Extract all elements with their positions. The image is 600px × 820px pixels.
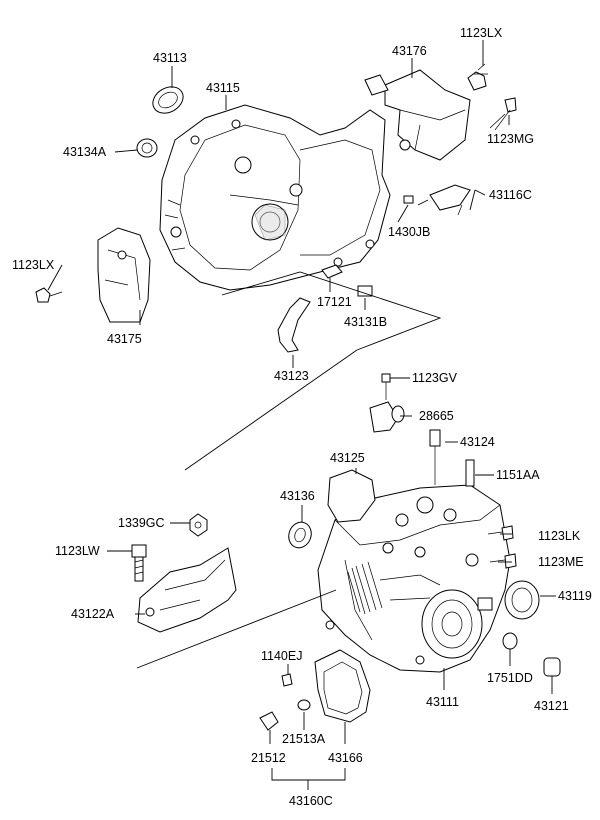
- label-43122A: 43122A: [71, 607, 115, 621]
- label-1123LX-left: 1123LX: [12, 258, 55, 272]
- label-43121: 43121: [534, 699, 569, 713]
- bracket-43122A: [137, 547, 237, 633]
- label-43125: 43125: [330, 451, 365, 465]
- label-1123LW: 1123LW: [55, 544, 100, 558]
- clip-17121: [321, 264, 343, 279]
- bolt-1140EJ: [281, 673, 293, 687]
- label-1123LX-top: 1123LX: [460, 26, 503, 40]
- switch-28665: [369, 401, 405, 433]
- bracket-43175: [97, 227, 151, 323]
- gasket-21513A: [297, 699, 311, 711]
- cap-43121: [543, 657, 561, 677]
- label-1123ME: 1123ME: [538, 555, 584, 569]
- label-43131B: 43131B: [344, 315, 387, 329]
- transaxle-43111: [317, 484, 511, 673]
- label-28665: 28665: [419, 409, 454, 423]
- transaxle-case-43115: [159, 104, 391, 291]
- label-17121: 17121: [317, 295, 352, 309]
- leader-upper-box: [221, 271, 442, 351]
- seal-43113: [152, 86, 184, 114]
- nut-1339GC: [189, 513, 208, 537]
- leader-lower-box: [136, 349, 358, 669]
- bolt-1123LK: [487, 525, 514, 541]
- bolt-1123LX-left: [35, 287, 63, 303]
- label-43119: 43119: [558, 589, 592, 603]
- pin-1430JB: [403, 195, 414, 204]
- stud-1151AA: [465, 459, 475, 487]
- bolt-1123ME: [489, 553, 517, 569]
- label-21513A: 21513A: [282, 732, 326, 746]
- label-43116C: 43116C: [489, 188, 532, 202]
- label-1123GV: 1123GV: [412, 371, 458, 385]
- cover-43166: [314, 649, 371, 723]
- label-1751DD: 1751DD: [487, 671, 533, 685]
- plug-43124: [429, 429, 441, 485]
- oring-1751DD: [502, 632, 518, 650]
- label-43134A: 43134A: [63, 145, 107, 159]
- label-1140EJ: 1140EJ: [261, 649, 302, 663]
- seal-43134A: [136, 138, 158, 158]
- label-1123LK: 1123LK: [538, 529, 581, 543]
- label-43175: 43175: [107, 332, 142, 346]
- gasket-43125: [327, 469, 376, 523]
- bolt-1123LX-top: [467, 63, 488, 91]
- label-43166: 43166: [328, 751, 363, 765]
- bracket-43176: [364, 69, 471, 161]
- label-43123: 43123: [274, 369, 309, 383]
- label-43115: 43115: [206, 81, 240, 95]
- leader-lines: [47, 40, 556, 790]
- label-1123MG: 1123MG: [487, 132, 534, 146]
- seal-43136: [288, 521, 312, 549]
- bolt-1123MG: [489, 97, 517, 131]
- label-43124: 43124: [460, 435, 495, 449]
- label-1151AA: 1151AA: [496, 468, 540, 482]
- seal-43119: [504, 580, 540, 620]
- bolt-1123GV: [381, 373, 391, 400]
- label-43136: 43136: [280, 489, 315, 503]
- label-43111: 43111: [426, 695, 459, 709]
- sensor-43116C: [417, 184, 471, 216]
- label-43176: 43176: [392, 44, 427, 58]
- label-43113: 43113: [153, 51, 187, 65]
- part-labels: 43113 43115 43134A 43176 1123LX 1123MG 4…: [12, 26, 592, 808]
- label-43160C: 43160C: [289, 794, 333, 808]
- label-21512: 21512: [251, 751, 286, 765]
- label-1430JB: 1430JB: [388, 225, 430, 239]
- plug-21512: [259, 711, 279, 731]
- bolt-1123LW: [131, 544, 147, 582]
- guide-43123: [277, 297, 311, 353]
- label-1339GC: 1339GC: [118, 516, 165, 530]
